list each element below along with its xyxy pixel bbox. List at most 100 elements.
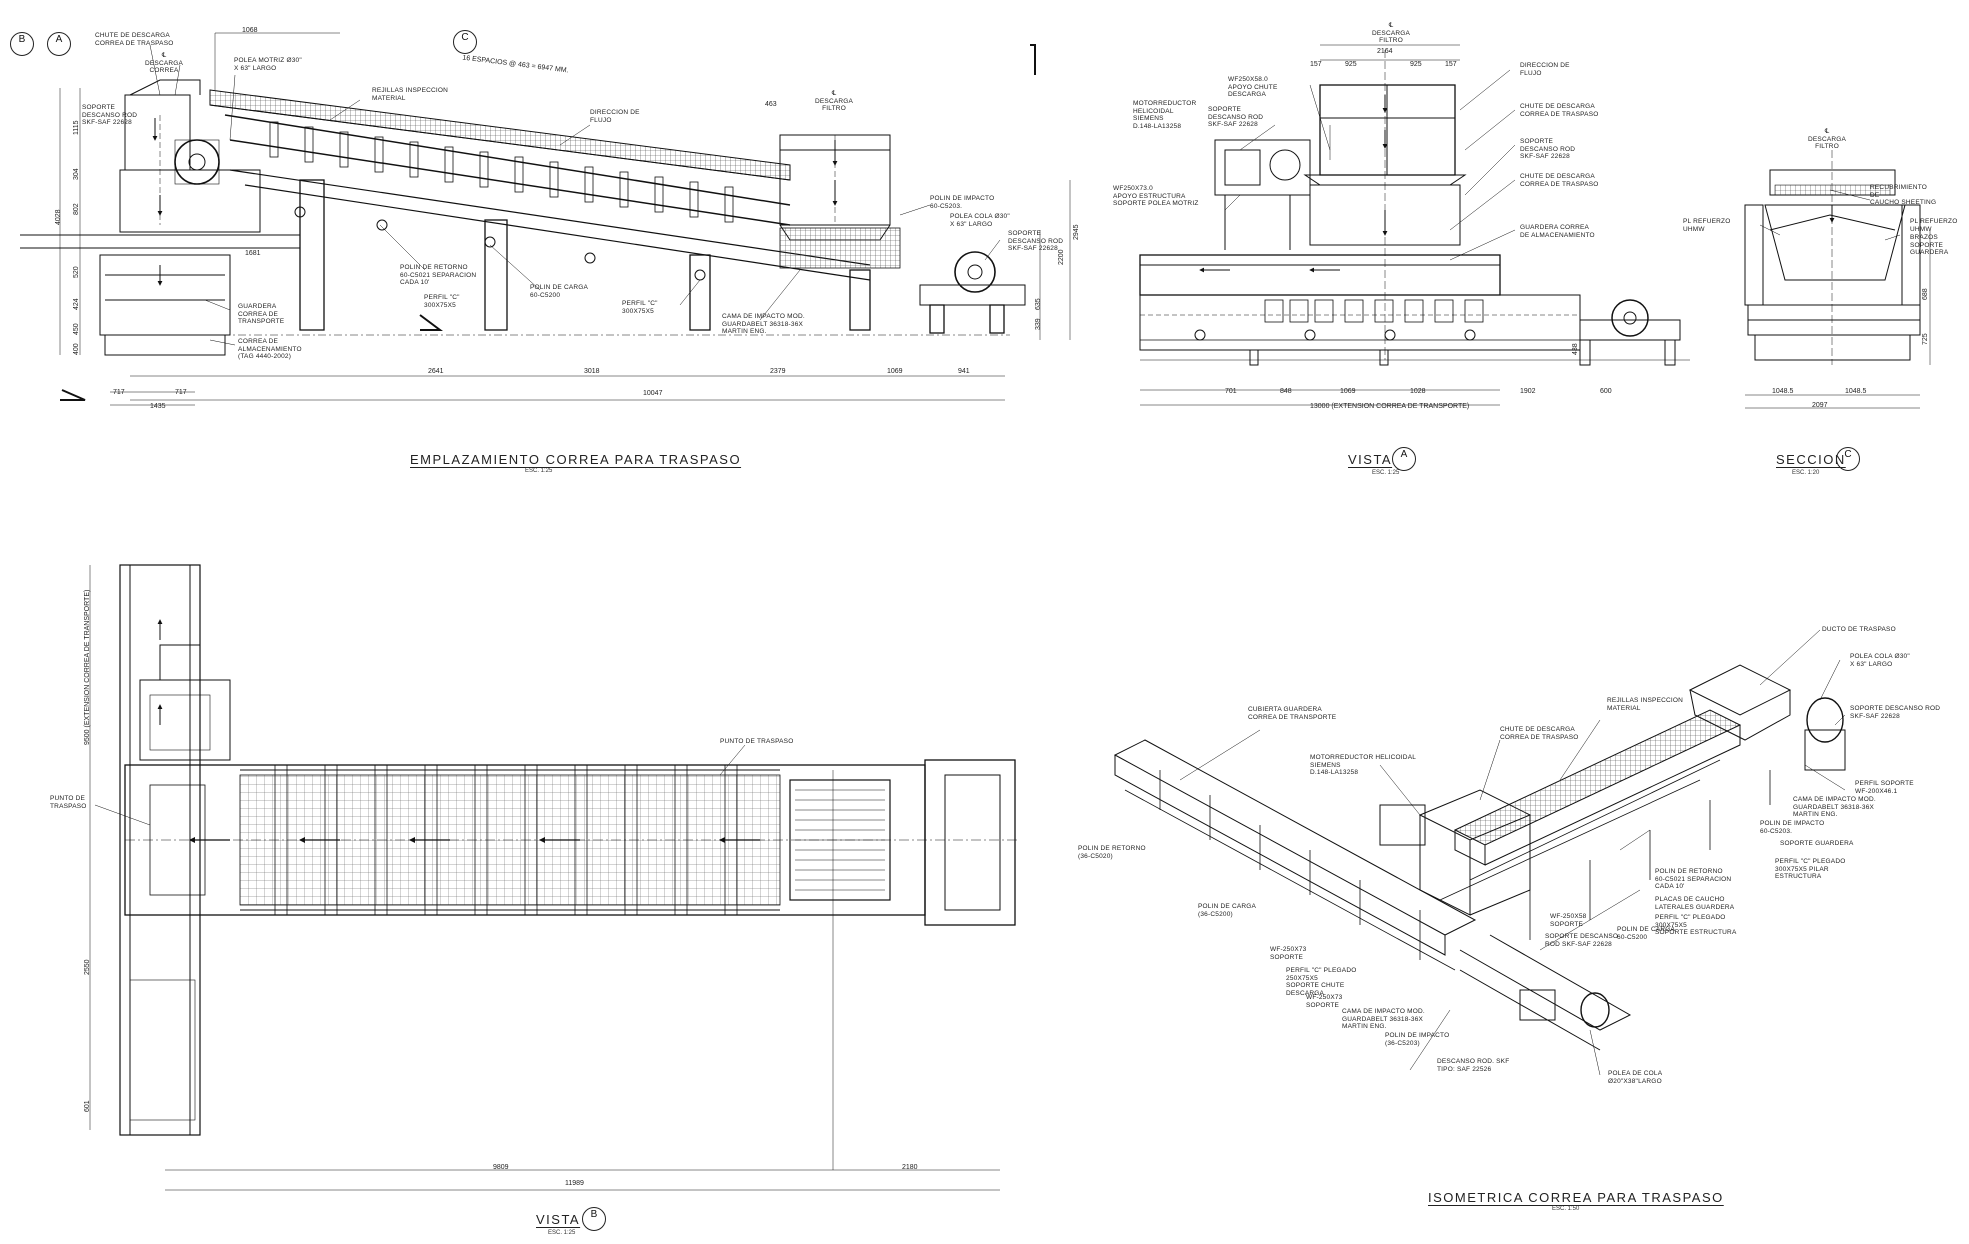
label-rejillas: REJILLAS INSPECCION MATERIAL — [372, 87, 449, 102]
label-va-soporte-rod: SOPORTE DESCANSO ROD SKF-SAF 22628 — [1520, 138, 1576, 160]
label-iso-perfil-c-plegado: PERFIL "C" PLEGADO 300x75x5 PILAR ESTRUC… — [1775, 858, 1846, 880]
label-perfil-c: PERFIL "C" 300x75x5 — [424, 294, 460, 309]
label-iso-polea-cola: POLEA COLA Ø30" x 63" LARGO — [1850, 653, 1910, 668]
marker-vista-a: A — [1392, 447, 1416, 471]
marker-seccion-c-label: C — [1844, 449, 1852, 460]
dim-va-925-b: 925 — [1410, 61, 1422, 68]
label-sc-descarga-filtro: ℄ DESCARGA FILTRO — [1808, 128, 1847, 150]
dim-400: 400 — [73, 343, 80, 355]
label-perfil-c-2: PERFIL "C" 300x75x5 — [622, 300, 658, 315]
marker-b-label: B — [18, 34, 26, 45]
label-correa-almacenamiento: CORREA DE ALMACENAMIENTO (TAG 4440-2002) — [238, 338, 302, 360]
label-iso-soporte-descanso: SOPORTE DESCANSO ROD SKF-SAF 22628 — [1545, 933, 1619, 948]
dim-va-1069: 1069 — [1340, 388, 1356, 395]
label-iso-wf-250-73: WF-250x73 SOPORTE — [1270, 946, 1307, 961]
dim-sc-2097: 2097 — [1812, 402, 1828, 409]
dim-sc-1048-b: 1048.5 — [1845, 388, 1867, 395]
marker-c: C — [453, 30, 477, 54]
label-iso-polin-carga-2: POLIN DE CARGA 60-C5200 — [1617, 926, 1676, 941]
dim-va-total: 13000 (EXTENSION CORREA DE TRANSPORTE) — [1310, 403, 1470, 410]
dim-802: 802 — [73, 203, 80, 215]
dim-vb-601: 601 — [84, 1100, 91, 1112]
label-va-descarga-filtro: ℄ DESCARGA FILTRO — [1372, 22, 1411, 44]
label-chute-descarga: CHUTE DE DESCARGA CORREA DE TRASPASO — [95, 32, 174, 47]
dim-520: 520 — [73, 266, 80, 278]
label-va-wf-estructura: WF250x73.0 APOYO ESTRUCTURA SOPORTE POLE… — [1113, 185, 1199, 207]
label-polea-cola: POLEA COLA Ø30" x 63" LARGO — [950, 213, 1010, 228]
label-sc-recubrimiento: RECUBRIMIENTO DE CAUCHO SHEETING — [1870, 184, 1937, 206]
label-iso-cama-impacto: CAMA DE IMPACTO MOD. GUARDABELT 36318-36… — [1793, 796, 1876, 818]
dim-vb-9500: 9500 (EXTENSION CORREA DE TRANSPORTE) — [84, 589, 91, 745]
dim-1115: 1115 — [73, 120, 80, 135]
label-soporte-rod-2: SOPORTE DESCANSO ROD SKF-SAF 22628 — [1008, 230, 1064, 252]
label-cama-impacto: CAMA DE IMPACTO MOD. GUARDABELT 36318-36… — [722, 313, 805, 335]
dim-3018: 3018 — [584, 368, 600, 375]
dim-635: 635 — [1035, 298, 1042, 310]
label-vb-punto-traspaso-2: PUNTO DE TRASPASO — [50, 795, 87, 810]
dim-2379: 2379 — [770, 368, 786, 375]
label-iso-rejillas: REJILLAS INSPECCION MATERIAL — [1607, 697, 1684, 712]
label-iso-cama-impacto-2: CAMA DE IMPACTO MOD. GUARDABELT 36318-36… — [1342, 1008, 1425, 1030]
label-iso-polin-impacto-2: POLIN DE IMPACTO (36-C5203) — [1385, 1032, 1450, 1047]
label-iso-perfil-soporte: PERFIL SOPORTE WF-200x46.1 — [1855, 780, 1914, 795]
label-iso-polin-retorno: POLIN DE RETORNO (36-C5020) — [1078, 845, 1146, 860]
dim-941: 941 — [958, 368, 970, 375]
label-va-chute-descarga-2: CHUTE DE DESCARGA CORREA DE TRASPASO — [1520, 173, 1599, 188]
label-iso-ducto: DUCTO DE TRASPASO — [1822, 626, 1896, 633]
dim-2641: 2641 — [428, 368, 444, 375]
label-sc-pl-refuerzo-l: PL REFUERZO UHMW — [1683, 218, 1731, 233]
dim-vb-2180: 2180 — [902, 1164, 918, 1171]
label-va-motorreductor: MOTORREDUCTOR HELICOIDAL SIEMENS D.148-L… — [1133, 100, 1197, 130]
label-sc-brazos: BRAZOS SOPORTE GUARDERA — [1910, 234, 1949, 256]
marker-vista-a-label: A — [1400, 449, 1408, 460]
dim-va-157-b: 157 — [1445, 61, 1457, 68]
dim-717-a: 717 — [113, 389, 125, 396]
dim-sc-725: 725 — [1922, 333, 1929, 345]
title-vista-b: VISTA — [536, 1212, 581, 1227]
marker-vista-b: B — [582, 1207, 606, 1231]
dim-424: 424 — [73, 298, 80, 310]
dim-4028: 4028 — [55, 209, 62, 225]
label-sc-pl-refuerzo-r: PL REFUERZO UHMW — [1910, 218, 1958, 233]
dim-vb-2550: 2550 — [84, 959, 91, 975]
vista-b-view — [89, 564, 1020, 1191]
label-iso-perfil-c-3: PERFIL "C" PLEGADO 250x75x5 SOPORTE CHUT… — [1286, 967, 1357, 997]
label-iso-soporte-rod: SOPORTE DESCANSO ROD SKF-SAF 22628 — [1850, 705, 1941, 720]
leader-lines — [94, 44, 1901, 1076]
label-va-soporte-polea: SOPORTE DESCANSO ROD SKF-SAF 22628 — [1208, 106, 1264, 128]
label-iso-cubierta: CUBIERTA GUARDERA CORREA DE TRANSPORTE — [1248, 706, 1337, 721]
marker-seccion-c: C — [1836, 447, 1860, 471]
marker-a: A — [47, 32, 71, 56]
dim-2945: 2945 — [1073, 224, 1080, 240]
isometrica-view — [1113, 664, 1846, 1051]
marker-c-label: C — [461, 32, 469, 43]
dim-va-2164: 2164 — [1377, 48, 1393, 55]
scale-vista-a: ESC. 1:25 — [1372, 470, 1400, 476]
dim-1069: 1069 — [887, 368, 903, 375]
label-va-wf-apoyo: WF250x58.0 APOYO CHUTE DESCARGA — [1228, 76, 1278, 98]
label-direccion-flujo: DIRECCION DE FLUJO — [590, 109, 640, 124]
marker-vista-b-label: B — [590, 1209, 598, 1220]
dim-339: 339 — [1035, 318, 1042, 330]
dim-va-157-a: 157 — [1310, 61, 1322, 68]
label-iso-polea-cola-2: POLEA DE COLA Ø20"x38"LARGO — [1608, 1070, 1663, 1085]
marker-a-label: A — [55, 34, 63, 45]
label-va-guardera: GUARDERA CORREA DE ALMACENAMIENTO — [1520, 224, 1595, 239]
label-iso-polin-carga: POLIN DE CARGA (36-C5200) — [1198, 903, 1257, 918]
dim-sc-688: 688 — [1922, 288, 1929, 300]
label-iso-motorreductor: MOTORREDUCTOR HELICOIDAL SIEMENS D.148-L… — [1310, 754, 1417, 776]
label-guardera: GUARDERA CORREA DE TRANSPORTE — [238, 303, 285, 325]
dim-2200: 2200 — [1058, 249, 1065, 265]
vista-a-view — [1139, 44, 1690, 406]
dim-463: 463 — [765, 101, 777, 108]
label-iso-descanso-rod: DESCANSO ROD. SKF TIPO: SAF 22526 — [1437, 1058, 1510, 1073]
dim-va-438: 438 — [1572, 343, 1579, 355]
label-iso-soporte-guardera: SOPORTE GUARDERA — [1780, 840, 1854, 847]
dim-vb-9809: 9809 — [493, 1164, 509, 1171]
label-soporte-rod: SOPORTE DESCANSO ROD SKF-SAF 22628 — [82, 104, 138, 126]
dim-450: 450 — [73, 323, 80, 335]
title-seccion-c: SECCION — [1776, 452, 1846, 467]
dim-top: 1068 — [242, 27, 258, 34]
dim-sc-1048-a: 1048.5 — [1772, 388, 1794, 395]
